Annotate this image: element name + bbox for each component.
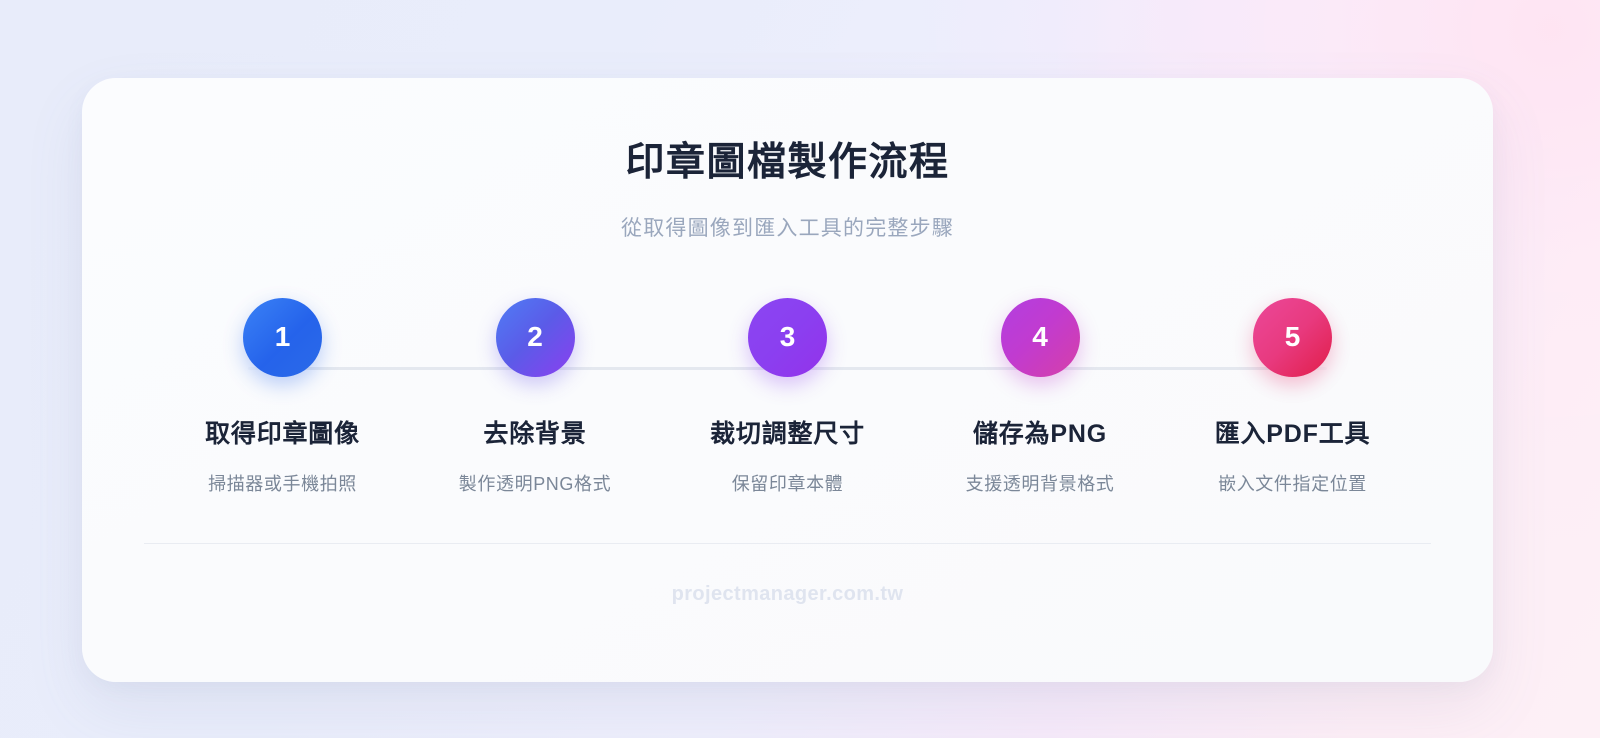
step-caption-5: 嵌入文件指定位置 [1218, 473, 1367, 494]
step-list: 1 取得印章圖像 掃描器或手機拍照 2 去除背景 製作透明PNG格式 3 裁切調… [82, 297, 1493, 496]
step-number-badge-1: 1 [243, 297, 322, 377]
step-number-3: 3 [779, 321, 796, 353]
page-title: 印章圖檔製作流程 [625, 141, 950, 184]
process-flow: 1 取得印章圖像 掃描器或手機拍照 2 去除背景 製作透明PNG格式 3 裁切調… [82, 297, 1493, 510]
step-item-3[interactable]: 3 裁切調整尺寸 保留印章本體 [685, 297, 890, 496]
step-item-1[interactable]: 1 取得印章圖像 掃描器或手機拍照 [180, 297, 385, 496]
step-number-badge-5: 5 [1253, 297, 1332, 377]
footer-site-label: projectmanager.com.tw [671, 583, 904, 605]
step-number-badge-4: 4 [1000, 297, 1080, 377]
step-caption-2: 製作透明PNG格式 [458, 473, 612, 494]
step-item-4[interactable]: 4 儲存為PNG 支援透明背景格式 [938, 297, 1143, 496]
page-subtitle: 從取得圖像到匯入工具的完整步驟 [621, 216, 954, 240]
infographic-card: 印章圖檔製作流程 從取得圖像到匯入工具的完整步驟 1 取得印章圖像 掃描器或手機… [82, 78, 1493, 682]
step-caption-1: 掃描器或手機拍照 [208, 473, 357, 494]
step-number-badge-3: 3 [748, 297, 827, 377]
step-item-2[interactable]: 2 去除背景 製作透明PNG格式 [433, 297, 638, 496]
footer-divider [144, 543, 1431, 544]
step-title-5: 匯入PDF工具 [1214, 419, 1371, 448]
step-caption-3: 保留印章本體 [731, 473, 844, 494]
step-title-1: 取得印章圖像 [205, 419, 360, 448]
step-number-5: 5 [1284, 321, 1301, 353]
step-number-4: 4 [1032, 321, 1048, 353]
step-title-2: 去除背景 [483, 419, 587, 448]
step-title-4: 儲存為PNG [973, 419, 1107, 448]
step-item-5[interactable]: 5 匯入PDF工具 嵌入文件指定位置 [1190, 297, 1395, 496]
step-number-badge-2: 2 [495, 297, 575, 377]
step-caption-4: 支援透明背景格式 [965, 473, 1115, 494]
card-header: 印章圖檔製作流程 從取得圖像到匯入工具的完整步驟 [82, 78, 1493, 242]
step-title-3: 裁切調整尺寸 [710, 419, 865, 448]
step-number-2: 2 [527, 321, 543, 353]
step-number-1: 1 [274, 321, 291, 353]
